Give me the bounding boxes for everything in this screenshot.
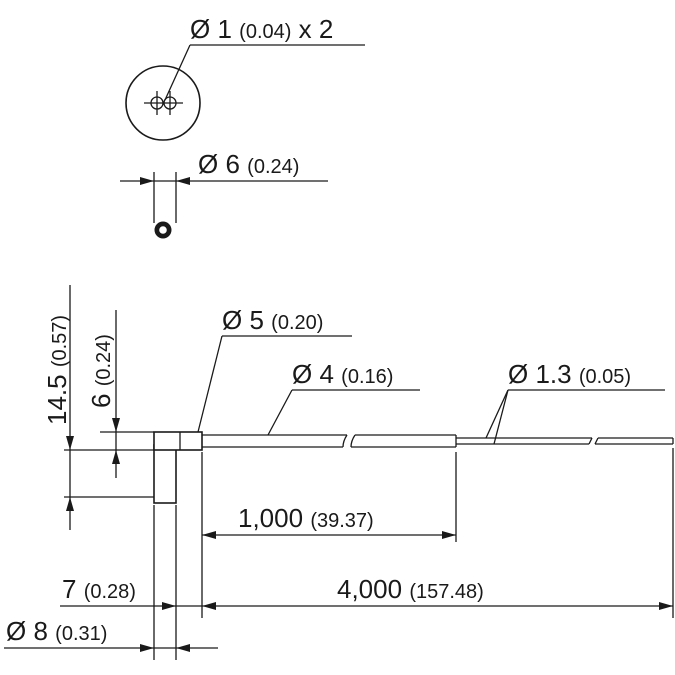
hole-dia-label: Ø 1 (0.04) x 2 [190, 14, 333, 44]
arrow-7-right [162, 602, 176, 610]
arrow-4000-right [659, 602, 673, 610]
end-view-small: Ø 6 (0.24) [120, 149, 328, 239]
arrow-1000-left [202, 531, 216, 539]
break-mark-1b [350, 434, 356, 448]
sleeve-leader [267, 389, 293, 436]
head-body [153, 444, 177, 504]
arrow-6-top [112, 418, 120, 432]
break-mark-2b [594, 437, 599, 445]
fiber-leader-2 [493, 389, 509, 445]
arrow-6-bottom [112, 450, 120, 464]
width-head-label: 7 (0.28) [62, 574, 136, 604]
width-body-label: Ø 8 (0.31) [6, 616, 107, 646]
arrow-1000-right [442, 531, 456, 539]
arrow-left [140, 177, 154, 185]
len-sleeve-label: 1,000 (39.37) [238, 503, 374, 533]
height-total-label: 14.5 (0.57) [42, 315, 72, 425]
break-mark-1a [342, 434, 348, 448]
elbow-leader [197, 335, 223, 433]
fiber-dia-label: Ø 1.3 (0.05) [508, 359, 631, 389]
len-total-label: 4,000 (157.48) [337, 574, 484, 604]
end-face-view: Ø 1 (0.04) x 2 [125, 14, 365, 141]
vertical-dimensions: 14.5 (0.57) 6 (0.24) [42, 285, 154, 530]
break-mark-2a [588, 437, 593, 445]
horizontal-dimensions: 1,000 (39.37) 7 (0.28) 4,000 (157.48) Ø … [4, 448, 674, 660]
arrow-4000-left [202, 602, 216, 610]
arrow-right [176, 177, 190, 185]
end-view-core [159, 226, 167, 234]
fiber-leader-1 [485, 389, 509, 439]
arrow-dia8-left [140, 644, 154, 652]
head-elbow [153, 431, 203, 451]
arrow-dia8-right [176, 644, 190, 652]
diameter-leaders: Ø 5 (0.20) Ø 4 (0.16) Ø 1.3 (0.05) [197, 305, 665, 445]
arrow-14-5-top [66, 436, 74, 450]
sleeve-dia-label: Ø 4 (0.16) [292, 359, 393, 389]
arrow-14-5-bottom [66, 497, 74, 511]
height-head-label: 6 (0.24) [86, 334, 116, 408]
elbow-dia-label: Ø 5 (0.20) [222, 305, 323, 335]
end-dia-label: Ø 6 (0.24) [198, 149, 299, 179]
side-view [153, 431, 674, 504]
hole-leader [164, 44, 191, 101]
